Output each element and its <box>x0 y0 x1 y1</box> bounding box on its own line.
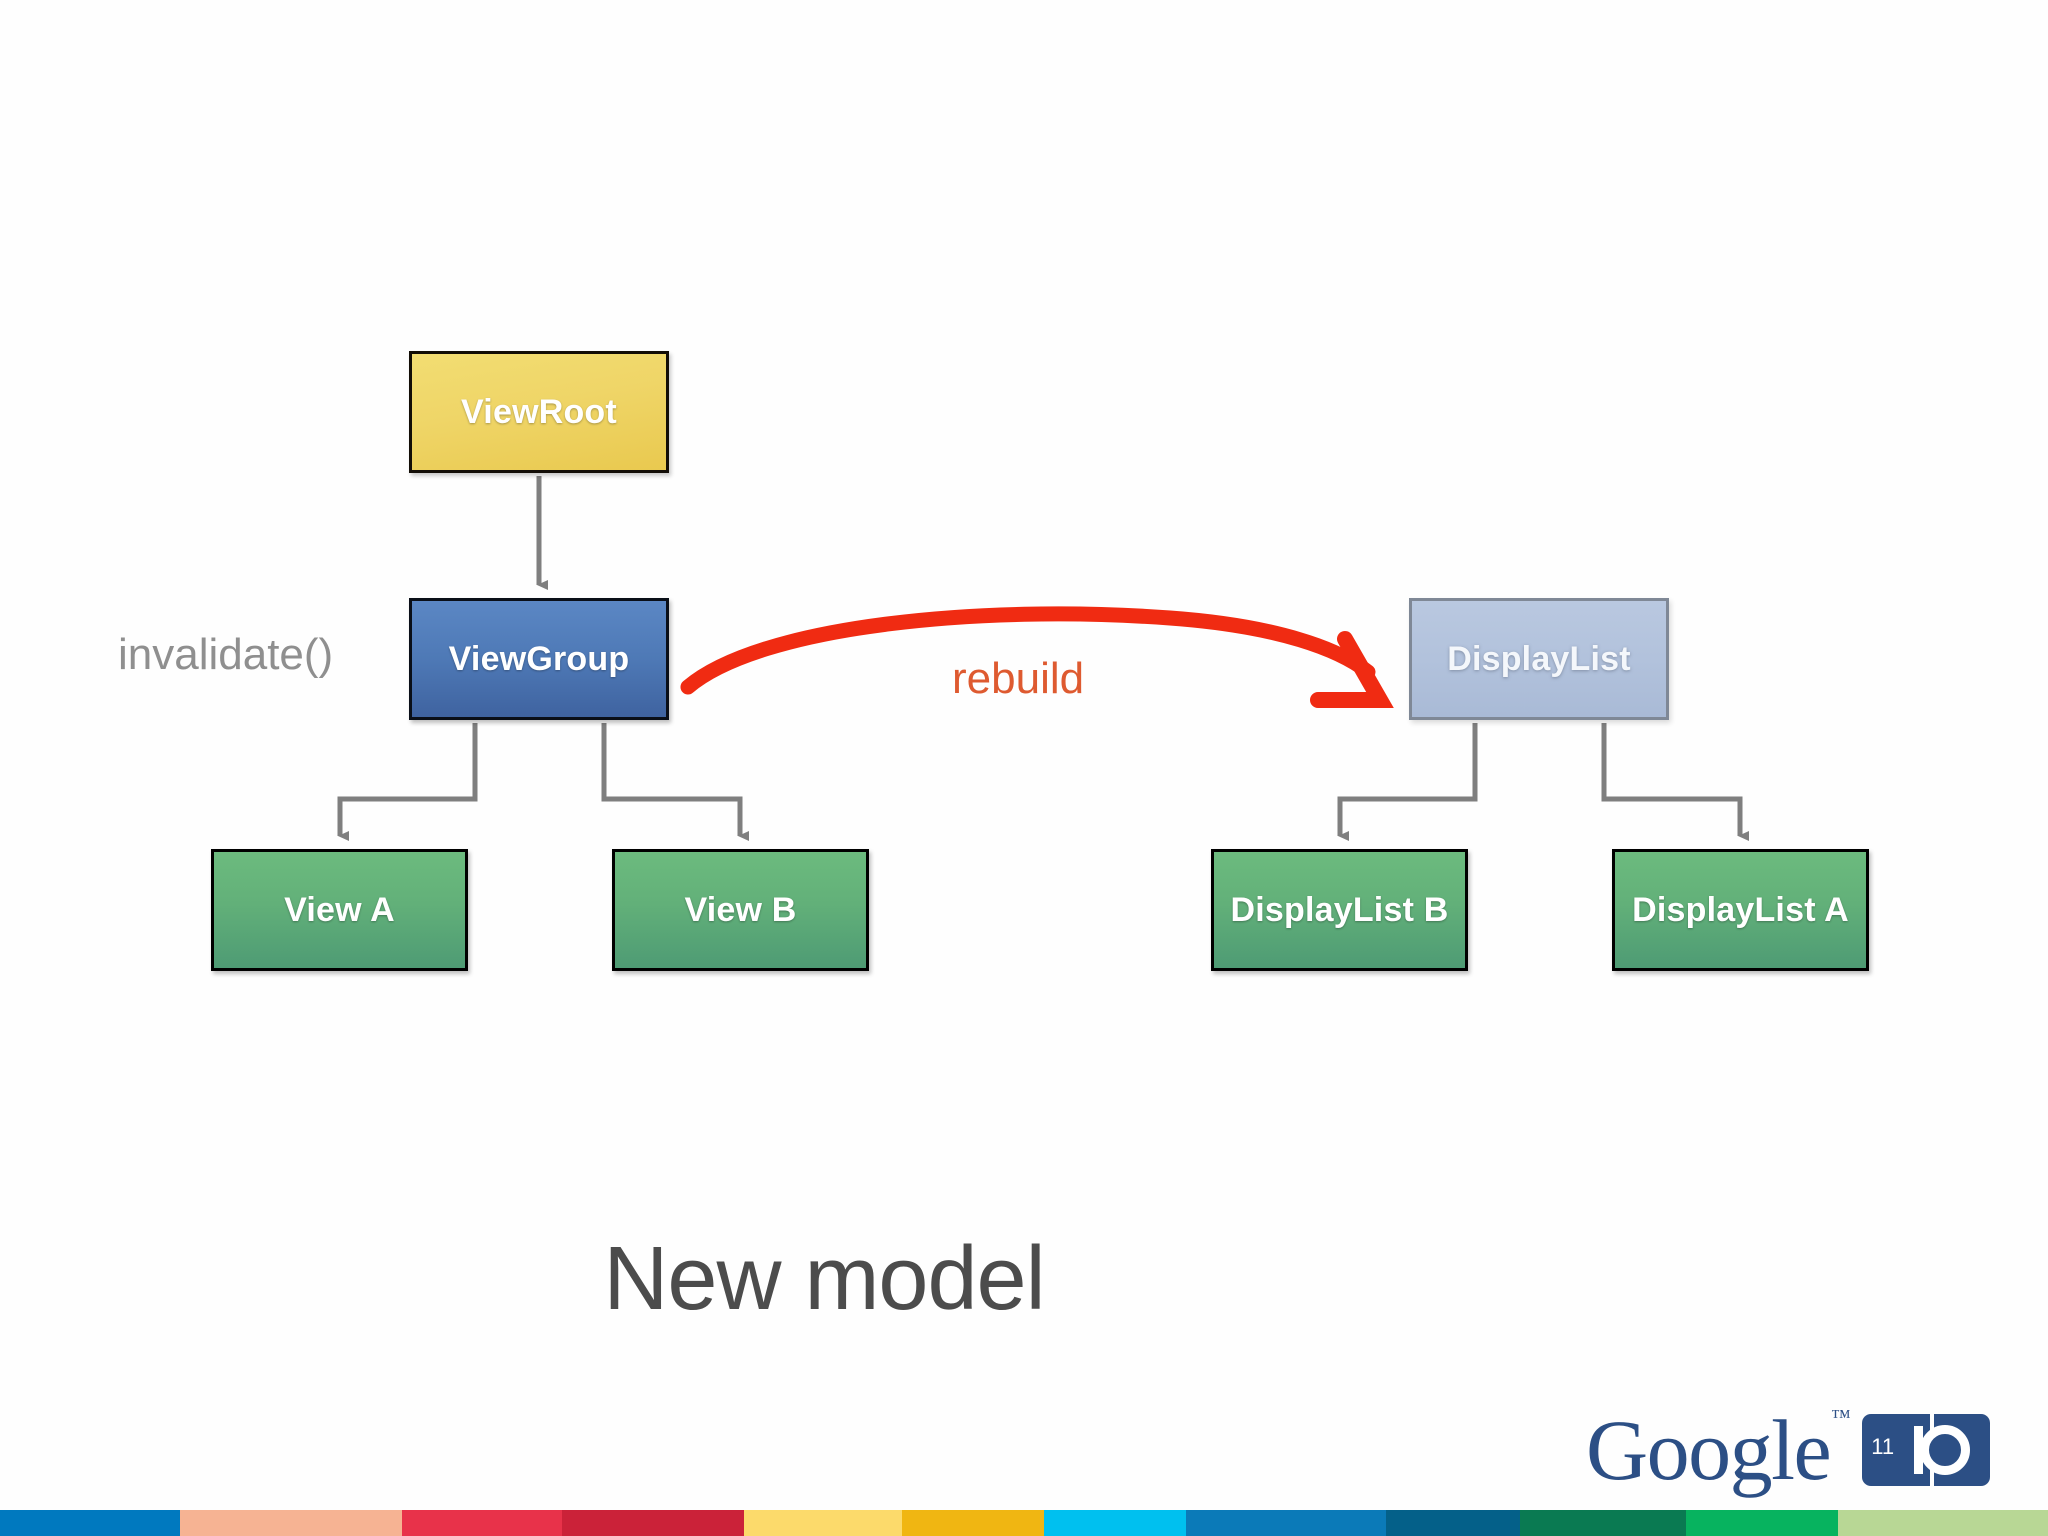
slide-title: New model <box>0 1228 2048 1331</box>
node-view-root[interactable]: ViewRoot <box>409 351 669 473</box>
annotation-rebuild: rebuild <box>952 654 1085 703</box>
slide-title-text: New model <box>603 1229 1045 1329</box>
letter-o-icon <box>1920 1425 1971 1475</box>
node-label: View A <box>284 890 395 929</box>
node-label: View B <box>684 890 797 929</box>
edge-displaylist-displaylistb <box>1337 723 1478 841</box>
color-strip-segment <box>1186 1510 1386 1536</box>
node-view-group[interactable]: ViewGroup <box>409 598 669 720</box>
node-view-b[interactable]: View B <box>612 849 869 971</box>
google-io-logo: Google™ 11 <box>1586 1400 1991 1500</box>
color-strip-segment <box>402 1510 562 1536</box>
node-label: ViewRoot <box>461 392 617 431</box>
node-display-list[interactable]: DisplayList <box>1409 598 1669 720</box>
color-strip-segment <box>1520 1510 1686 1536</box>
io-badge: 11 <box>1862 1414 1991 1486</box>
edge-displaylist-displaylista <box>1601 723 1749 841</box>
color-strip-segment <box>0 1510 180 1536</box>
color-strip-segment <box>744 1510 902 1536</box>
node-label: ViewGroup <box>448 639 630 678</box>
color-strip-segment <box>1044 1510 1186 1536</box>
edge-viewgroup-viewb <box>601 723 749 841</box>
color-strip-segment <box>1386 1510 1520 1536</box>
bottom-color-strip <box>0 1510 2048 1536</box>
annotation-invalidate: invalidate() <box>118 630 334 679</box>
node-display-list-b[interactable]: DisplayList B <box>1211 849 1468 971</box>
color-strip-segment <box>562 1510 744 1536</box>
color-strip-segment <box>180 1510 402 1536</box>
node-label: DisplayList B <box>1230 890 1449 929</box>
color-strip-segment <box>1686 1510 1838 1536</box>
node-display-list-a[interactable]: DisplayList A <box>1612 849 1869 971</box>
letter-i-icon <box>1914 1426 1924 1474</box>
node-label: DisplayList <box>1447 639 1631 678</box>
io-year-badge: 11 <box>1871 1434 1895 1459</box>
node-label: DisplayList A <box>1632 890 1849 929</box>
color-strip-segment <box>1838 1510 2048 1536</box>
trademark-icon: ™ <box>1831 1406 1851 1429</box>
color-strip-segment <box>902 1510 1044 1536</box>
google-wordmark-text: Google <box>1586 1402 1832 1498</box>
node-view-a[interactable]: View A <box>211 849 468 971</box>
edge-viewgroup-viewa <box>337 723 478 841</box>
google-wordmark: Google™ <box>1586 1406 1851 1493</box>
